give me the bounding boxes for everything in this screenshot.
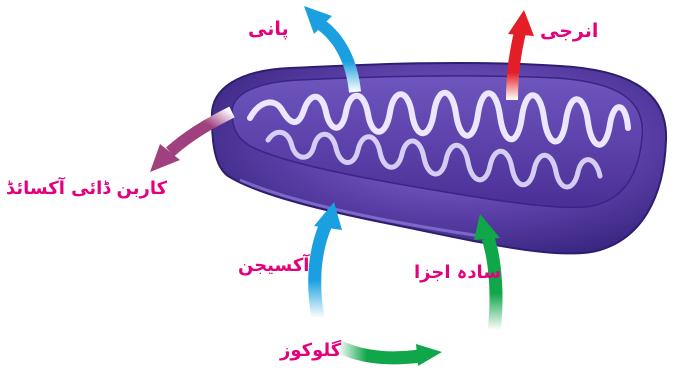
glucose-arrow (338, 344, 442, 366)
label-water: پانی (248, 20, 289, 39)
oxygen-arrow (314, 202, 342, 318)
label-oxygen: آکسیجن (238, 257, 309, 275)
label-carbon-dioxide: کاربن ڈائی آکسائڈ (6, 180, 167, 198)
mitochondrion-icon (212, 63, 666, 254)
label-energy: انرجی (540, 22, 598, 41)
label-simple-molecules: سادہ اجزا (414, 264, 501, 282)
label-glucose: گلوکوز (280, 342, 341, 360)
